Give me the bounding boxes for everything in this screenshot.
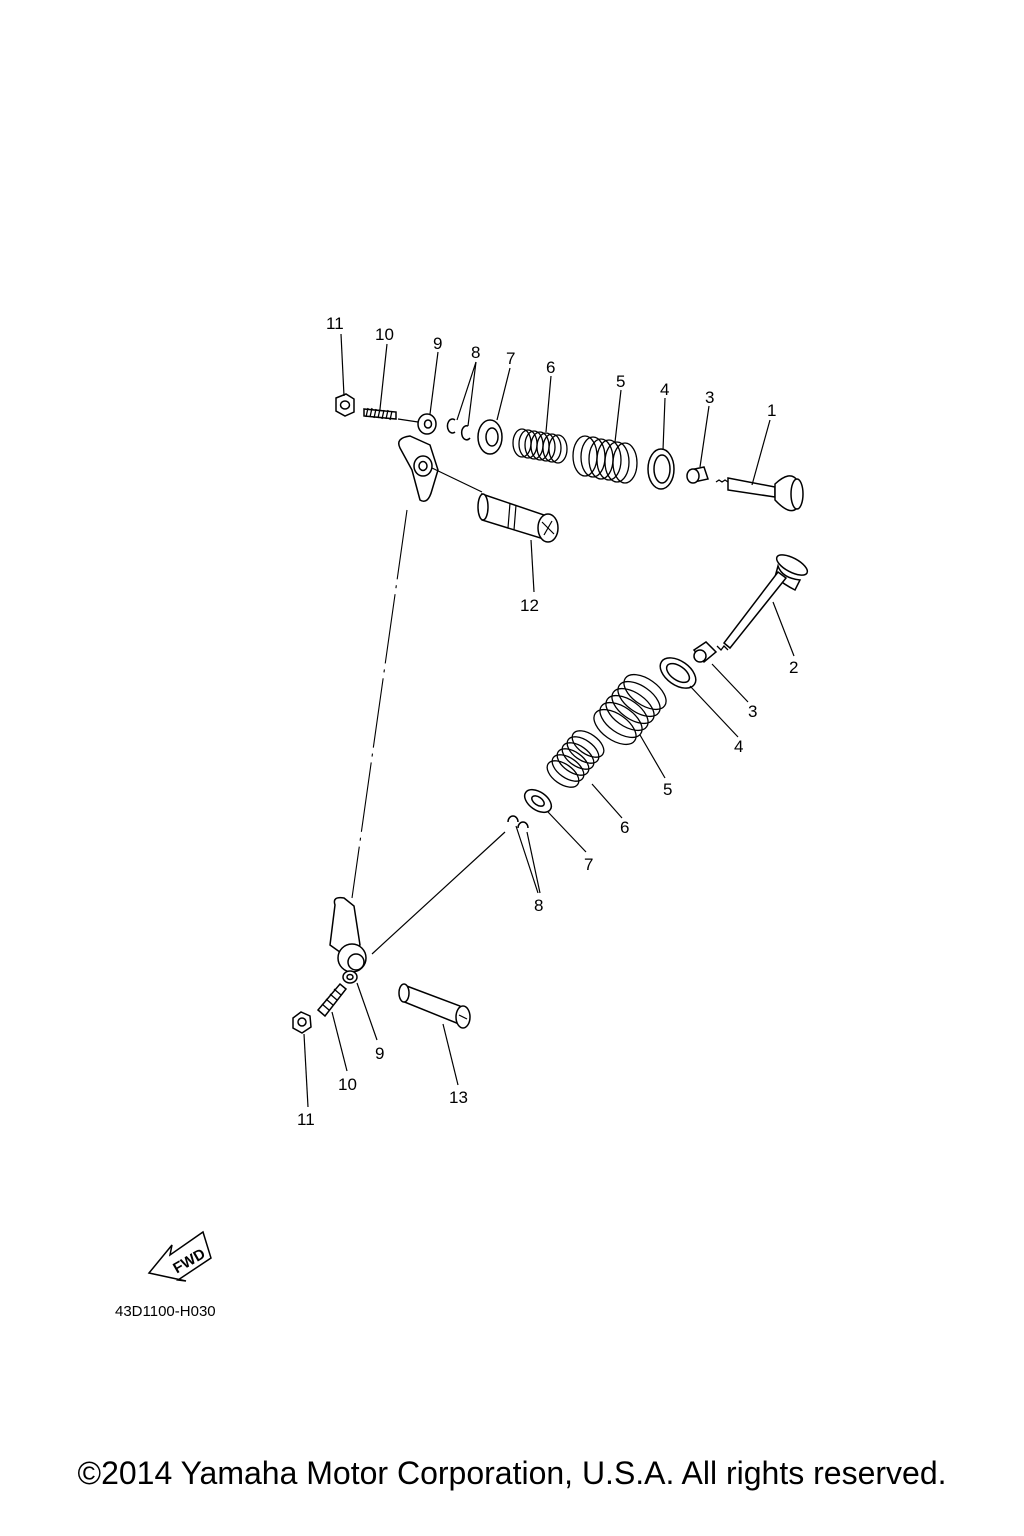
lower-callout-4: 4 [734, 737, 743, 756]
lower-outer-spring-5 [593, 673, 667, 746]
upper-outer-spring-5 [572, 435, 638, 484]
lower-adjust-screw-10 [316, 982, 348, 1018]
alignment-line [351, 509, 408, 899]
lower-valve-assembly: 2 3 4 5 6 7 8 9 10 11 13 [292, 554, 809, 1129]
upper-callout-9: 9 [433, 334, 442, 353]
lower-stem-seal-3 [692, 641, 718, 664]
fwd-arrow-icon: FWD [147, 1230, 212, 1282]
upper-adjust-screw-10 [363, 407, 397, 421]
upper-callout-11: 11 [326, 314, 344, 333]
upper-callout-1: 1 [767, 401, 776, 420]
lower-washer-9 [342, 970, 358, 984]
lower-callout-10: 10 [338, 1075, 357, 1094]
lower-spring-seat-4 [659, 657, 697, 689]
lower-valve-2 [716, 554, 809, 651]
lower-callout-3: 3 [748, 702, 757, 721]
upper-callout-6: 6 [546, 358, 555, 377]
upper-callout-10: 10 [375, 325, 394, 344]
lower-callout-8: 8 [534, 896, 543, 915]
lower-callout-7: 7 [584, 855, 593, 874]
copyright-notice: ©2014 Yamaha Motor Corporation, U.S.A. A… [77, 1455, 947, 1491]
lower-rocker-shaft-13 [398, 983, 471, 1029]
upper-rocker-arm [398, 435, 439, 502]
upper-stem-seal-3 [686, 466, 709, 484]
lower-retainer-7 [523, 788, 553, 814]
diagram-code: 43D1100-H030 [115, 1303, 216, 1320]
upper-callout-5: 5 [616, 372, 625, 391]
upper-washer-9 [417, 413, 437, 435]
lower-rocker-arm [329, 896, 367, 973]
lower-callout-6: 6 [620, 818, 629, 837]
upper-valve-1 [715, 475, 804, 512]
lower-callout-2: 2 [789, 658, 798, 677]
lower-nut-11 [292, 1011, 312, 1034]
upper-callout-7: 7 [506, 349, 515, 368]
upper-callout-4: 4 [660, 380, 669, 399]
upper-spring-seat-4 [647, 448, 675, 490]
upper-nut-11 [335, 393, 355, 417]
upper-inner-spring-6 [512, 428, 568, 464]
lower-callout-13: 13 [449, 1088, 468, 1107]
upper-callout-12: 12 [520, 596, 539, 615]
upper-callout-3: 3 [705, 388, 714, 407]
lower-callout-5: 5 [663, 780, 672, 799]
lower-cotters-8 [507, 815, 529, 829]
lower-callout-9: 9 [375, 1044, 384, 1063]
upper-rocker-shaft-12 [477, 492, 559, 543]
upper-retainer-7 [477, 419, 503, 455]
upper-valve-assembly: 11 10 9 8 7 6 5 4 3 1 12 [326, 314, 804, 615]
lower-callout-11: 11 [297, 1110, 315, 1129]
upper-callout-8: 8 [471, 343, 480, 362]
upper-cotters-8 [446, 418, 471, 441]
lower-inner-spring-6 [546, 730, 605, 788]
